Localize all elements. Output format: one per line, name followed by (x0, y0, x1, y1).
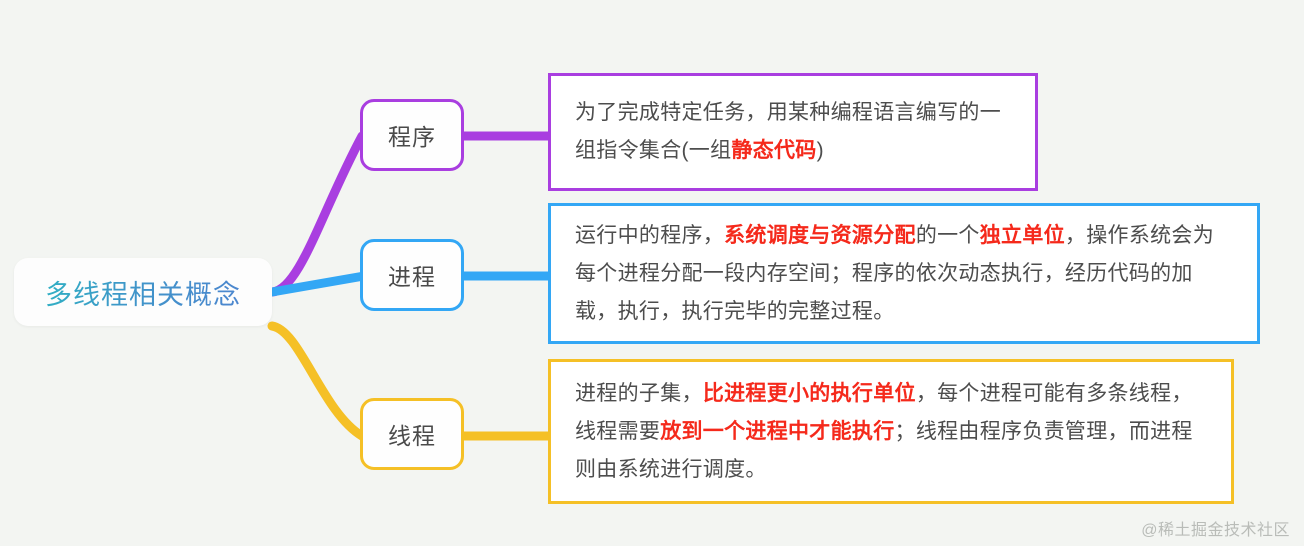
connector-root-to-thread (267, 321, 367, 441)
branch-node-process-label: 进程 (388, 264, 436, 290)
connector-root-to-process (267, 271, 369, 297)
connector-root-to-program (267, 131, 367, 297)
detail-box-process[interactable]: 运行中的程序，系统调度与资源分配的一个独立单位，操作系统会为每个进程分配一段内存… (548, 203, 1260, 344)
detail-text-program: 为了完成特定任务，用某种编程语言编写的一组指令集合(一组静态代码) (575, 101, 1001, 162)
root-node[interactable]: 多线程相关概念 (14, 258, 272, 326)
detail-text-process: 运行中的程序，系统调度与资源分配的一个独立单位，操作系统会为每个进程分配一段内存… (575, 223, 1215, 323)
detail-box-program[interactable]: 为了完成特定任务，用某种编程语言编写的一组指令集合(一组静态代码) (548, 73, 1038, 191)
branch-node-thread[interactable]: 线程 (360, 398, 464, 470)
detail-box-thread[interactable]: 进程的子集，比进程更小的执行单位，每个进程可能有多条线程，线程需要放到一个进程中… (548, 359, 1234, 504)
branch-node-thread-label: 线程 (388, 423, 436, 449)
branch-node-process[interactable]: 进程 (360, 239, 464, 311)
branch-node-program[interactable]: 程序 (360, 99, 464, 171)
detail-text-thread: 进程的子集，比进程更小的执行单位，每个进程可能有多条线程，线程需要放到一个进程中… (575, 381, 1193, 481)
watermark: @稀土掘金技术社区 (1141, 522, 1290, 539)
root-node-label: 多线程相关概念 (45, 273, 241, 312)
branch-node-program-label: 程序 (388, 124, 436, 150)
